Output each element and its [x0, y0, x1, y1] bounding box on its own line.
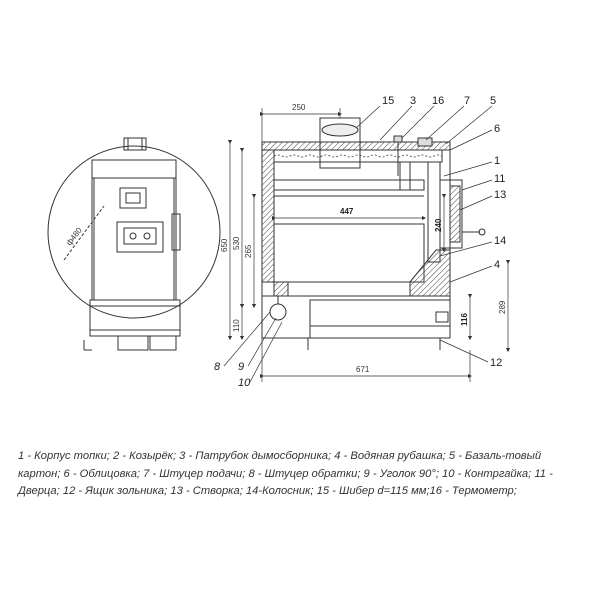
dim-671: 671	[356, 365, 370, 374]
water-jacket-right	[427, 161, 441, 263]
callout-5: 5	[490, 95, 496, 107]
grate-14	[409, 249, 451, 297]
dim-240: 240	[434, 218, 443, 232]
door-11	[439, 179, 463, 249]
heat-exchanger-shelf	[273, 179, 425, 191]
callout-12: 12	[490, 357, 502, 369]
callout-14: 14	[494, 235, 506, 247]
dim-diameter-480: ф480	[64, 226, 84, 248]
dim-110: 110	[232, 319, 241, 332]
dimension-lines	[227, 108, 511, 382]
callout-10: 10	[238, 377, 251, 389]
front-view	[47, 137, 221, 351]
boiler-technical-drawing: ф480	[47, 95, 511, 389]
dim-530: 530	[232, 236, 241, 250]
callout-16: 16	[432, 95, 444, 107]
front-view-upper-door	[119, 187, 147, 209]
side-section	[261, 117, 486, 350]
dim-447: 447	[340, 207, 354, 216]
return-fitting-8	[269, 303, 287, 321]
dim-250: 250	[292, 103, 306, 112]
water-jacket-left	[261, 149, 275, 283]
dim-265: 265	[244, 244, 253, 258]
callout-leaders	[223, 105, 493, 383]
callout-6: 6	[494, 123, 500, 135]
outer-casing	[261, 141, 451, 339]
callout-1: 1	[494, 155, 500, 167]
front-view-jacket-circle	[47, 145, 221, 319]
damper-15	[321, 123, 359, 137]
dim-289: 289	[498, 300, 507, 314]
callout-15: 15	[382, 95, 394, 107]
callout-3: 3	[410, 95, 416, 107]
supply-fitting-7	[417, 137, 433, 147]
front-view-fire-door	[116, 221, 164, 253]
firebox	[273, 223, 425, 283]
callout-8: 8	[214, 361, 221, 373]
callout-11: 11	[494, 173, 505, 185]
parts-legend: 1 - Корпус топки; 2 - Козырёк; 3 - Патру…	[18, 450, 553, 497]
callout-9: 9	[238, 361, 244, 373]
callout-7: 7	[464, 95, 470, 107]
callout-13: 13	[494, 189, 506, 201]
front-view-flue	[123, 137, 147, 151]
dim-116: 116	[460, 313, 469, 326]
callout-4: 4	[494, 259, 500, 271]
dim-650: 650	[220, 238, 229, 252]
ash-box-12	[309, 299, 451, 339]
